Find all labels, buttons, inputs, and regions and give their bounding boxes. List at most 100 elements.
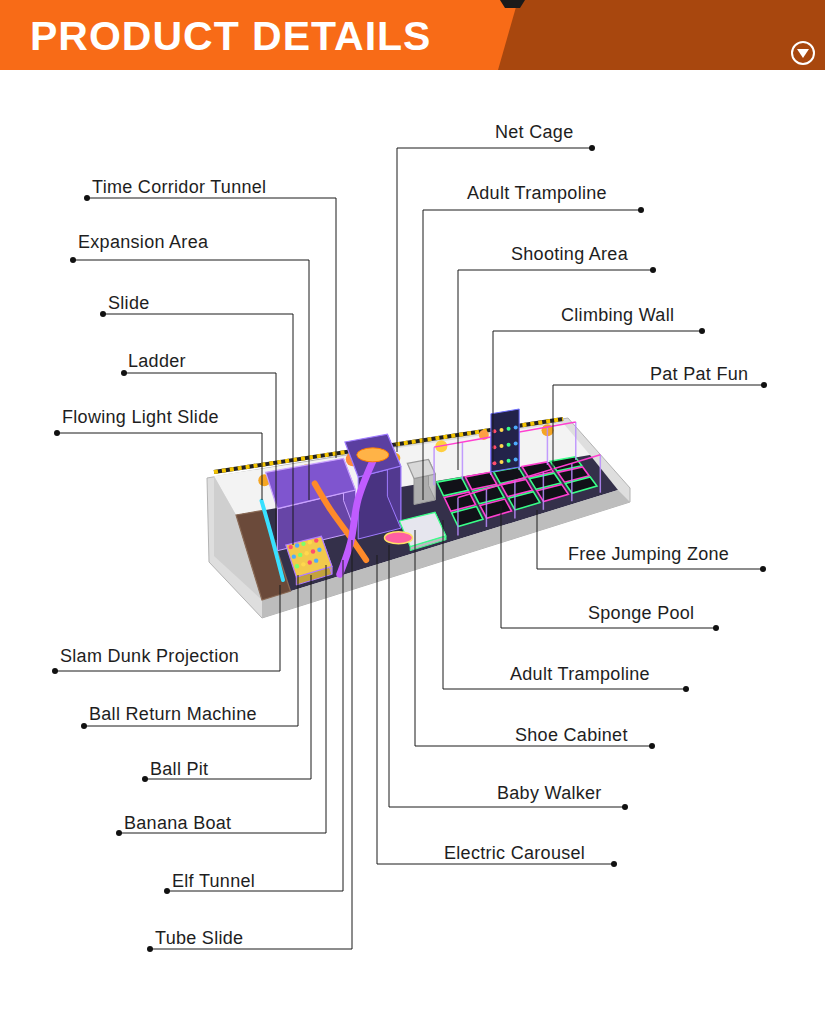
leader-line <box>145 575 311 779</box>
climbing-hold <box>507 427 511 431</box>
callout-label: Elf Tunnel <box>172 870 255 892</box>
callout-label: Expansion Area <box>78 231 208 253</box>
ball <box>304 551 308 555</box>
callout-label: Climbing Wall <box>561 304 674 326</box>
callout-label: Ladder <box>128 350 186 372</box>
leader-line <box>57 433 262 500</box>
leader-dot <box>761 382 767 388</box>
leader-dot <box>683 686 689 692</box>
carousel <box>385 532 413 544</box>
ball <box>314 538 318 542</box>
leader-line <box>553 385 764 470</box>
leader-dot <box>121 370 127 376</box>
leader-dot <box>622 804 628 810</box>
cage-post <box>571 463 573 501</box>
building <box>207 418 630 618</box>
outer-shell <box>207 418 630 618</box>
callout-label: Time Corridor Tunnel <box>92 176 266 198</box>
equipment-top <box>345 434 401 477</box>
leader-dot <box>638 207 644 213</box>
callout-label: Adult Trampoline <box>510 663 650 685</box>
leader-dot <box>164 888 170 894</box>
ball <box>314 558 318 562</box>
leader-dot <box>760 566 766 572</box>
callout-label: Flowing Light Slide <box>62 406 219 428</box>
tower-dome <box>357 448 389 462</box>
leader-line <box>458 270 653 470</box>
leader-dot <box>81 723 87 729</box>
leader-line <box>73 260 309 500</box>
leader-line <box>493 331 702 462</box>
callout-label: Tube Slide <box>155 927 243 949</box>
trampoline-bed <box>480 499 512 518</box>
leader-line <box>55 585 280 671</box>
equipment-top <box>407 460 435 479</box>
leader-line <box>124 373 276 540</box>
leader-dot <box>142 776 148 782</box>
equipment-top <box>266 459 356 509</box>
climbing-hold <box>507 459 511 463</box>
cage-post <box>486 489 488 527</box>
ball <box>288 545 292 549</box>
callout-label: Adult Trampoline <box>467 182 607 204</box>
callout-label: Banana Boat <box>124 812 231 834</box>
ball <box>308 560 312 564</box>
cage-post <box>462 442 464 480</box>
slide-chute <box>340 458 374 574</box>
callout-label: Ball Pit <box>150 758 208 780</box>
callout-label: Slam Dunk Projection <box>60 645 239 667</box>
leader-dot <box>84 195 90 201</box>
callout-label: Free Jumping Zone <box>568 543 729 565</box>
leader-dot <box>70 257 76 263</box>
ball <box>298 553 302 557</box>
leader-dot <box>147 946 153 952</box>
page-title: PRODUCT DETAILS <box>30 12 431 60</box>
leader-line <box>377 555 614 864</box>
leader-line <box>167 560 343 891</box>
climbing-hold <box>507 443 511 447</box>
cage-post <box>543 472 545 510</box>
callout-label: Slide <box>108 292 150 314</box>
climbing-hold <box>514 458 518 462</box>
callout-label: Baby Walker <box>497 782 602 804</box>
leader-dot <box>116 830 122 836</box>
leader-line <box>537 510 763 569</box>
leader-dot <box>52 668 58 674</box>
leader-dot <box>589 145 595 151</box>
leader-line <box>150 540 352 949</box>
trampoline-bed <box>508 492 540 510</box>
leader-line <box>423 210 641 500</box>
ball <box>311 549 315 553</box>
callout-label: Electric Carousel <box>444 842 585 864</box>
leader-dot <box>650 267 656 273</box>
slide-chute <box>262 501 283 580</box>
banner-orange <box>0 0 518 70</box>
leader-dot <box>649 743 655 749</box>
leader-line <box>119 565 326 833</box>
cage-post <box>600 455 602 493</box>
callout-label: Sponge Pool <box>588 602 694 624</box>
trampoline-bed <box>565 477 597 493</box>
ball <box>295 564 299 568</box>
climbing-hold <box>514 426 518 430</box>
ball <box>317 548 321 552</box>
trampoline-bed <box>537 484 569 501</box>
callout-label: Ball Return Machine <box>89 703 257 725</box>
climbing-hold <box>514 442 518 446</box>
ball <box>301 542 305 546</box>
climbing-hold <box>500 444 504 448</box>
leader-line <box>103 314 293 545</box>
cage-post <box>547 427 549 465</box>
callout-label: Pat Pat Fun <box>650 363 748 385</box>
climbing-hold <box>500 460 504 464</box>
equipment <box>236 409 600 600</box>
ball <box>295 543 299 547</box>
banner-tab <box>500 0 525 8</box>
cage-post <box>514 480 516 518</box>
leader-dot <box>699 328 705 334</box>
dropdown-arrow <box>797 49 809 58</box>
ball <box>301 562 305 566</box>
dropdown-icon <box>792 42 814 64</box>
cage-post <box>457 498 459 536</box>
